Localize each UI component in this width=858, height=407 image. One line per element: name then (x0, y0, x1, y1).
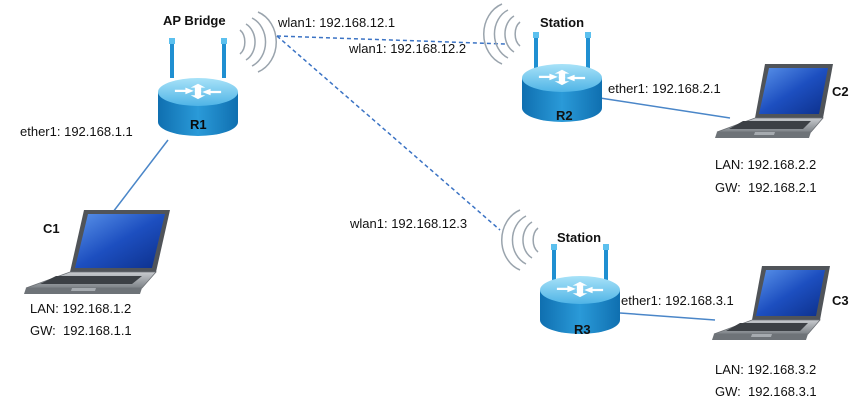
wired-link-r3-c3 (619, 312, 716, 321)
c2-gw-label: GW: 192.168.2.1 (715, 180, 817, 195)
antenna-icon (534, 34, 538, 68)
wireless-link-r1-r2 (276, 35, 506, 45)
c2-name-label: C2 (832, 84, 849, 99)
r2-name-label: R2 (556, 108, 573, 123)
c1-lan-label: LAN: 192.168.1.2 (30, 301, 132, 316)
router-r2 (522, 32, 602, 122)
wireless-signal-icon (239, 11, 277, 73)
antenna-icon (604, 246, 608, 280)
laptop-c3 (712, 266, 830, 340)
antenna-icon (222, 40, 226, 78)
wired-link-r2-c2 (599, 97, 731, 119)
wireless-link-r1-r3 (276, 35, 501, 231)
c1-name-label: C1 (43, 221, 60, 236)
laptop-c2 (715, 64, 833, 138)
antenna-icon (170, 40, 174, 78)
c1-gw-label: GW: 192.168.1.1 (30, 323, 132, 338)
r2-wlan-label: wlan1: 192.168.12.2 (349, 41, 467, 56)
r3-role-label: Station (557, 230, 602, 245)
r3-name-label: R3 (574, 322, 591, 337)
c2-lan-label: LAN: 192.168.2.2 (715, 157, 817, 172)
r1-role-label: AP Bridge (163, 13, 226, 28)
antenna-icon (552, 246, 556, 280)
r1-wlan-label: wlan1: 192.168.12.1 (278, 15, 396, 30)
router-r3 (540, 244, 620, 334)
c3-name-label: C3 (832, 293, 849, 308)
r2-role-label: Station (540, 15, 585, 30)
r3-ether-label: ether1: 192.168.3.1 (621, 293, 734, 308)
c3-gw-label: GW: 192.168.3.1 (715, 384, 817, 399)
r1-ether-label: ether1: 192.168.1.1 (20, 124, 133, 139)
router-r1 (158, 38, 238, 136)
antenna-icon (586, 34, 590, 68)
laptop-c1 (24, 210, 170, 294)
c3-lan-label: LAN: 192.168.3.2 (715, 362, 817, 377)
wireless-signal-icon (501, 209, 539, 271)
wireless-signal-icon (483, 3, 521, 65)
r1-name-label: R1 (190, 117, 207, 132)
r3-wlan-label: wlan1: 192.168.12.3 (350, 216, 468, 231)
wired-link-r1-c1 (112, 139, 169, 213)
r2-ether-label: ether1: 192.168.2.1 (608, 81, 721, 96)
